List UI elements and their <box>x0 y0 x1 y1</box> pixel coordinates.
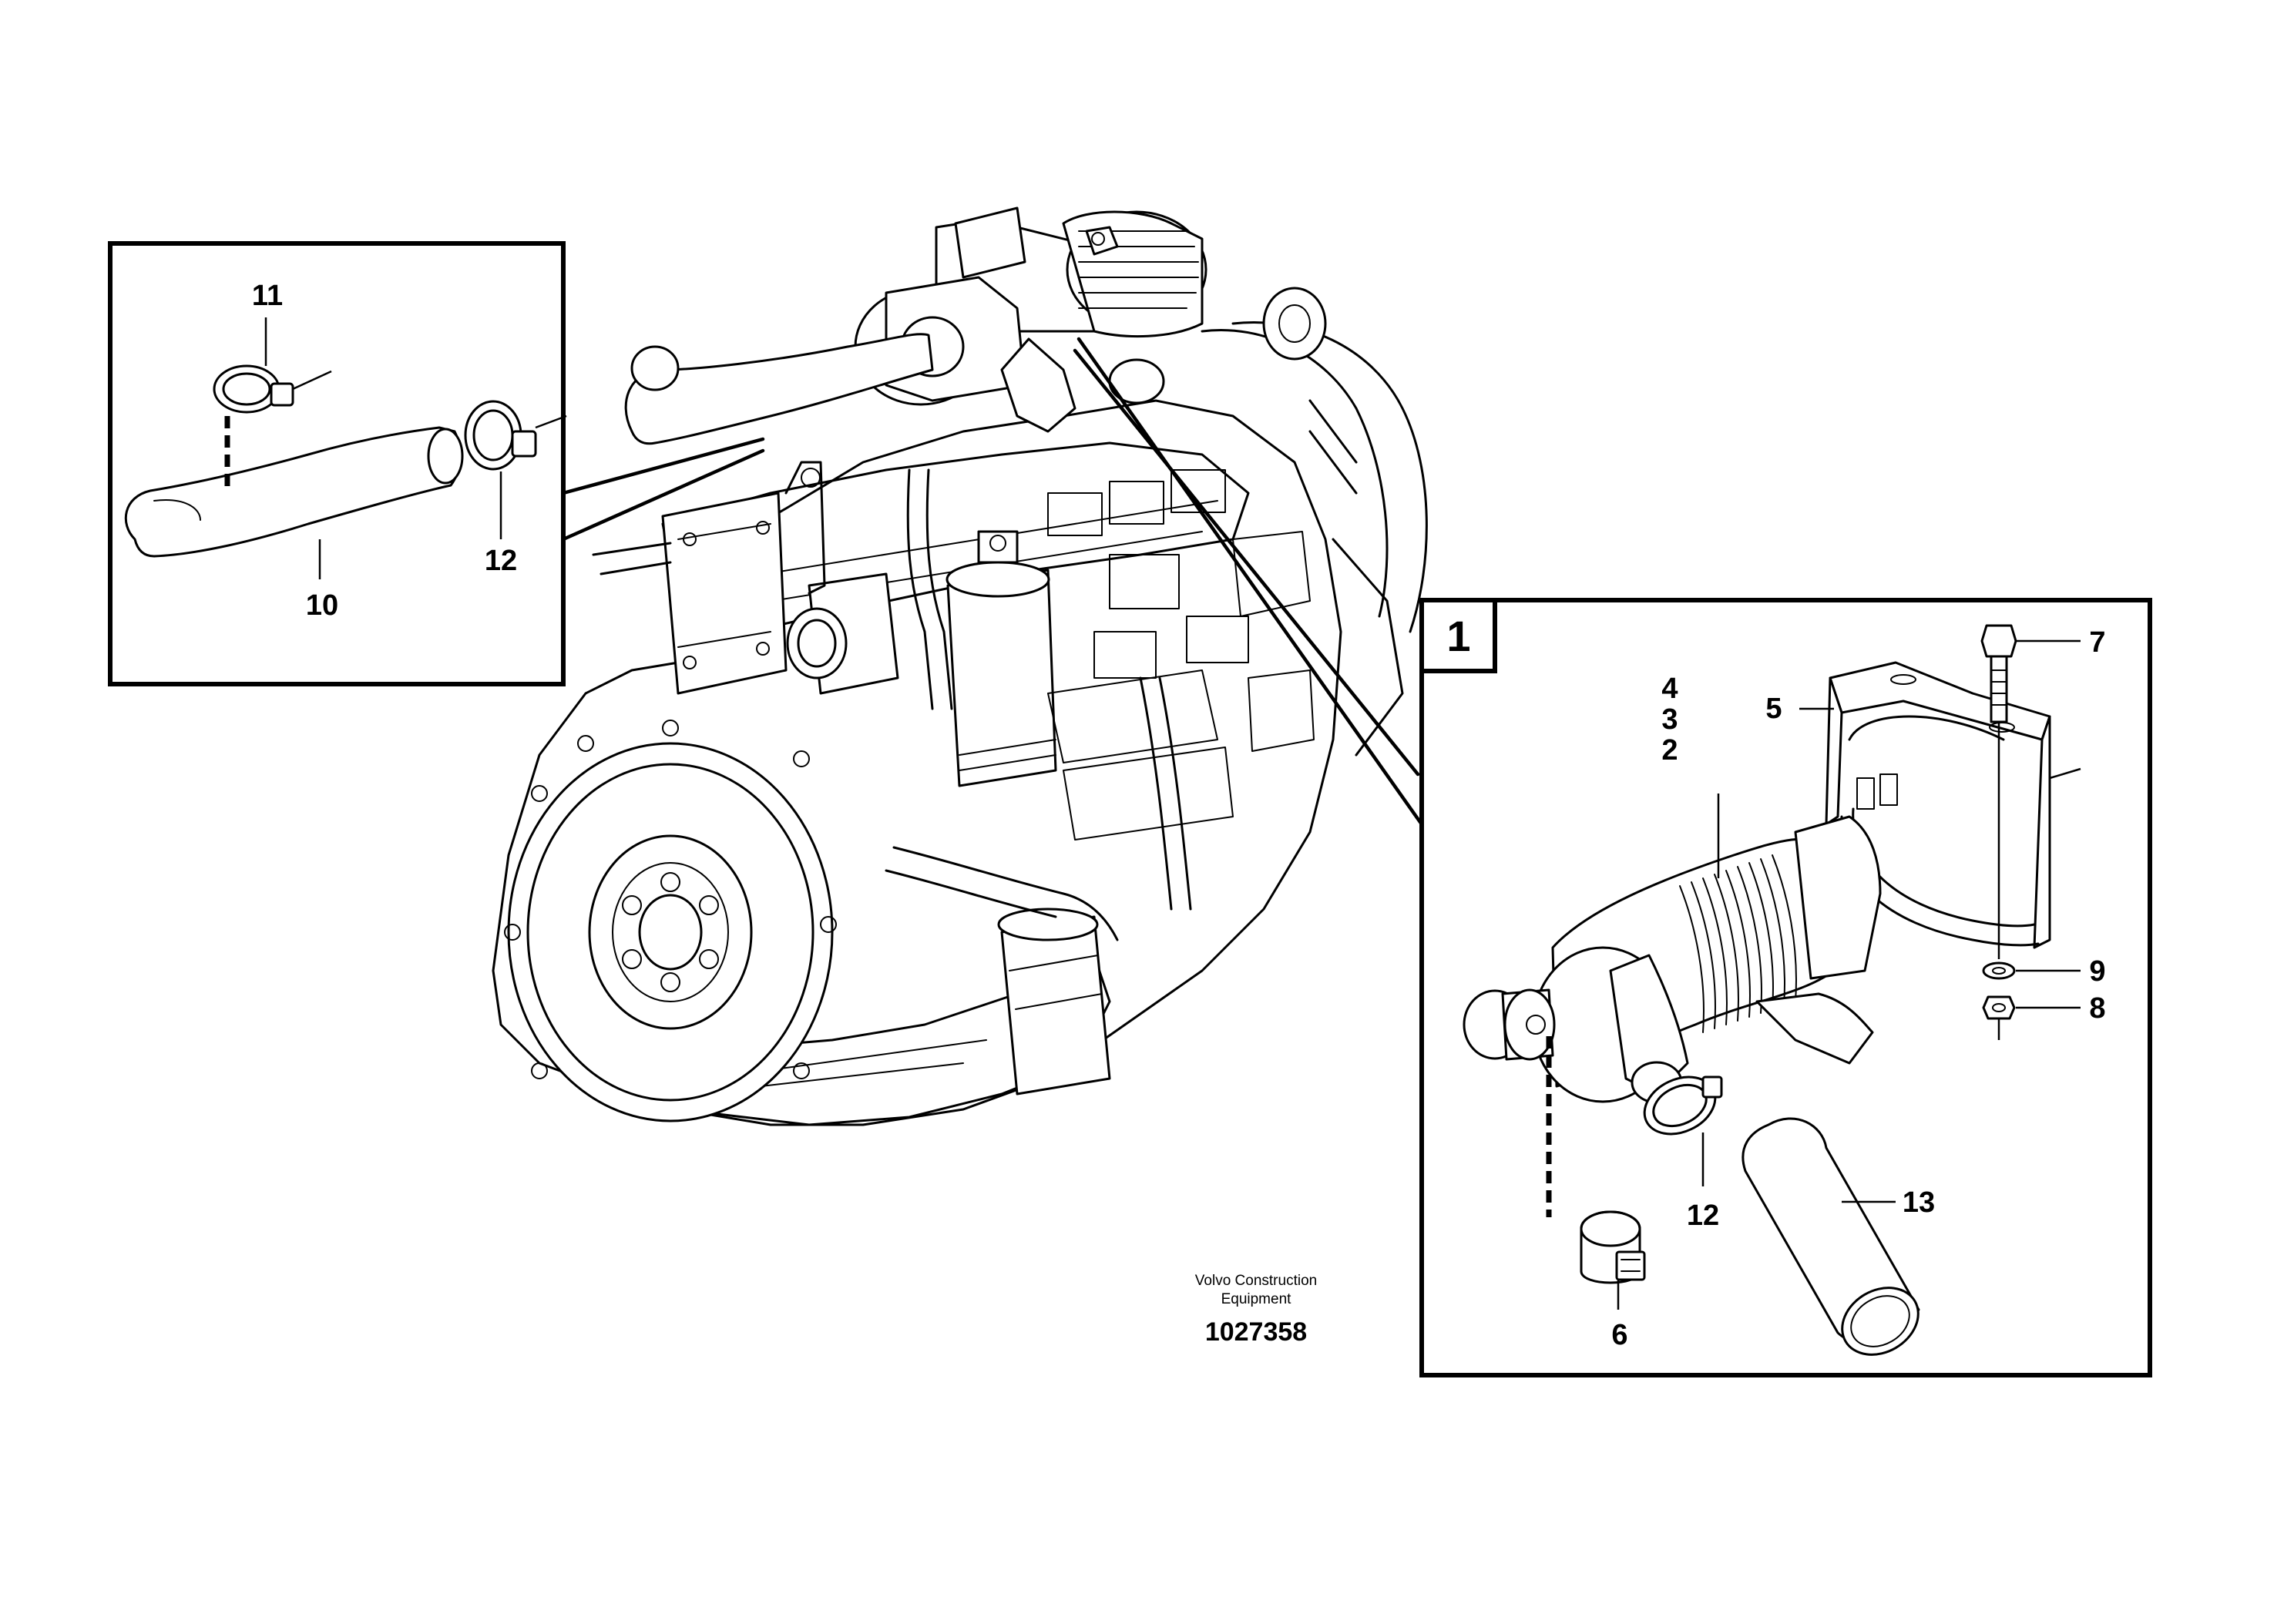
hose-detail-inset: 11 12 10 <box>108 241 567 686</box>
credit-line-1: Volvo Construction <box>1195 1273 1317 1289</box>
callout-12-left: 12 <box>485 545 517 577</box>
document-number: 1027358 <box>1205 1317 1307 1347</box>
hose-10 <box>124 426 462 558</box>
callout-7: 7 <box>2089 626 2105 659</box>
air-cleaner-inset-frame <box>1419 598 2152 1377</box>
sensor-6 <box>1580 1210 1646 1310</box>
bolt-7 <box>1980 624 2081 959</box>
air-cleaner-body <box>1463 794 1882 1217</box>
callout-11: 11 <box>252 280 283 312</box>
callout-5: 5 <box>1765 693 1782 725</box>
callout-10: 10 <box>306 589 338 622</box>
callout-6: 6 <box>1611 1319 1627 1351</box>
callout-13: 13 <box>1903 1186 1935 1219</box>
clamp-12-right <box>1643 1075 1723 1186</box>
air-cleaner-detail-inset: 1 <box>1419 598 2152 1377</box>
nut-8 <box>1982 995 2081 1040</box>
callout-2: 2 <box>1661 734 1678 767</box>
clamp-11 <box>213 364 332 493</box>
hose-13 <box>1741 1117 1920 1356</box>
detail-view-label: 1 <box>1446 612 1470 660</box>
callout-8: 8 <box>2089 992 2105 1025</box>
engine-illustration <box>492 206 1428 1126</box>
hose-inset-frame <box>108 241 566 686</box>
callout-3: 3 <box>1661 703 1678 736</box>
right-inset-pointer <box>1073 348 1420 777</box>
right-inset-pointer-2 <box>1076 337 1424 827</box>
callout-9: 9 <box>2089 955 2105 988</box>
callout-4: 4 <box>1661 673 1678 705</box>
washer-9 <box>1982 961 2081 980</box>
left-inset-pointer <box>561 437 765 495</box>
left-inset-pointer-2 <box>561 448 765 542</box>
clamp-12 <box>464 400 567 471</box>
document-credit: Volvo Construction Equipment 1027358 <box>1195 1273 1317 1347</box>
credit-line-2: Equipment <box>1221 1291 1292 1307</box>
detail-label-box <box>1419 598 1497 673</box>
callout-12-right: 12 <box>1687 1200 1719 1232</box>
